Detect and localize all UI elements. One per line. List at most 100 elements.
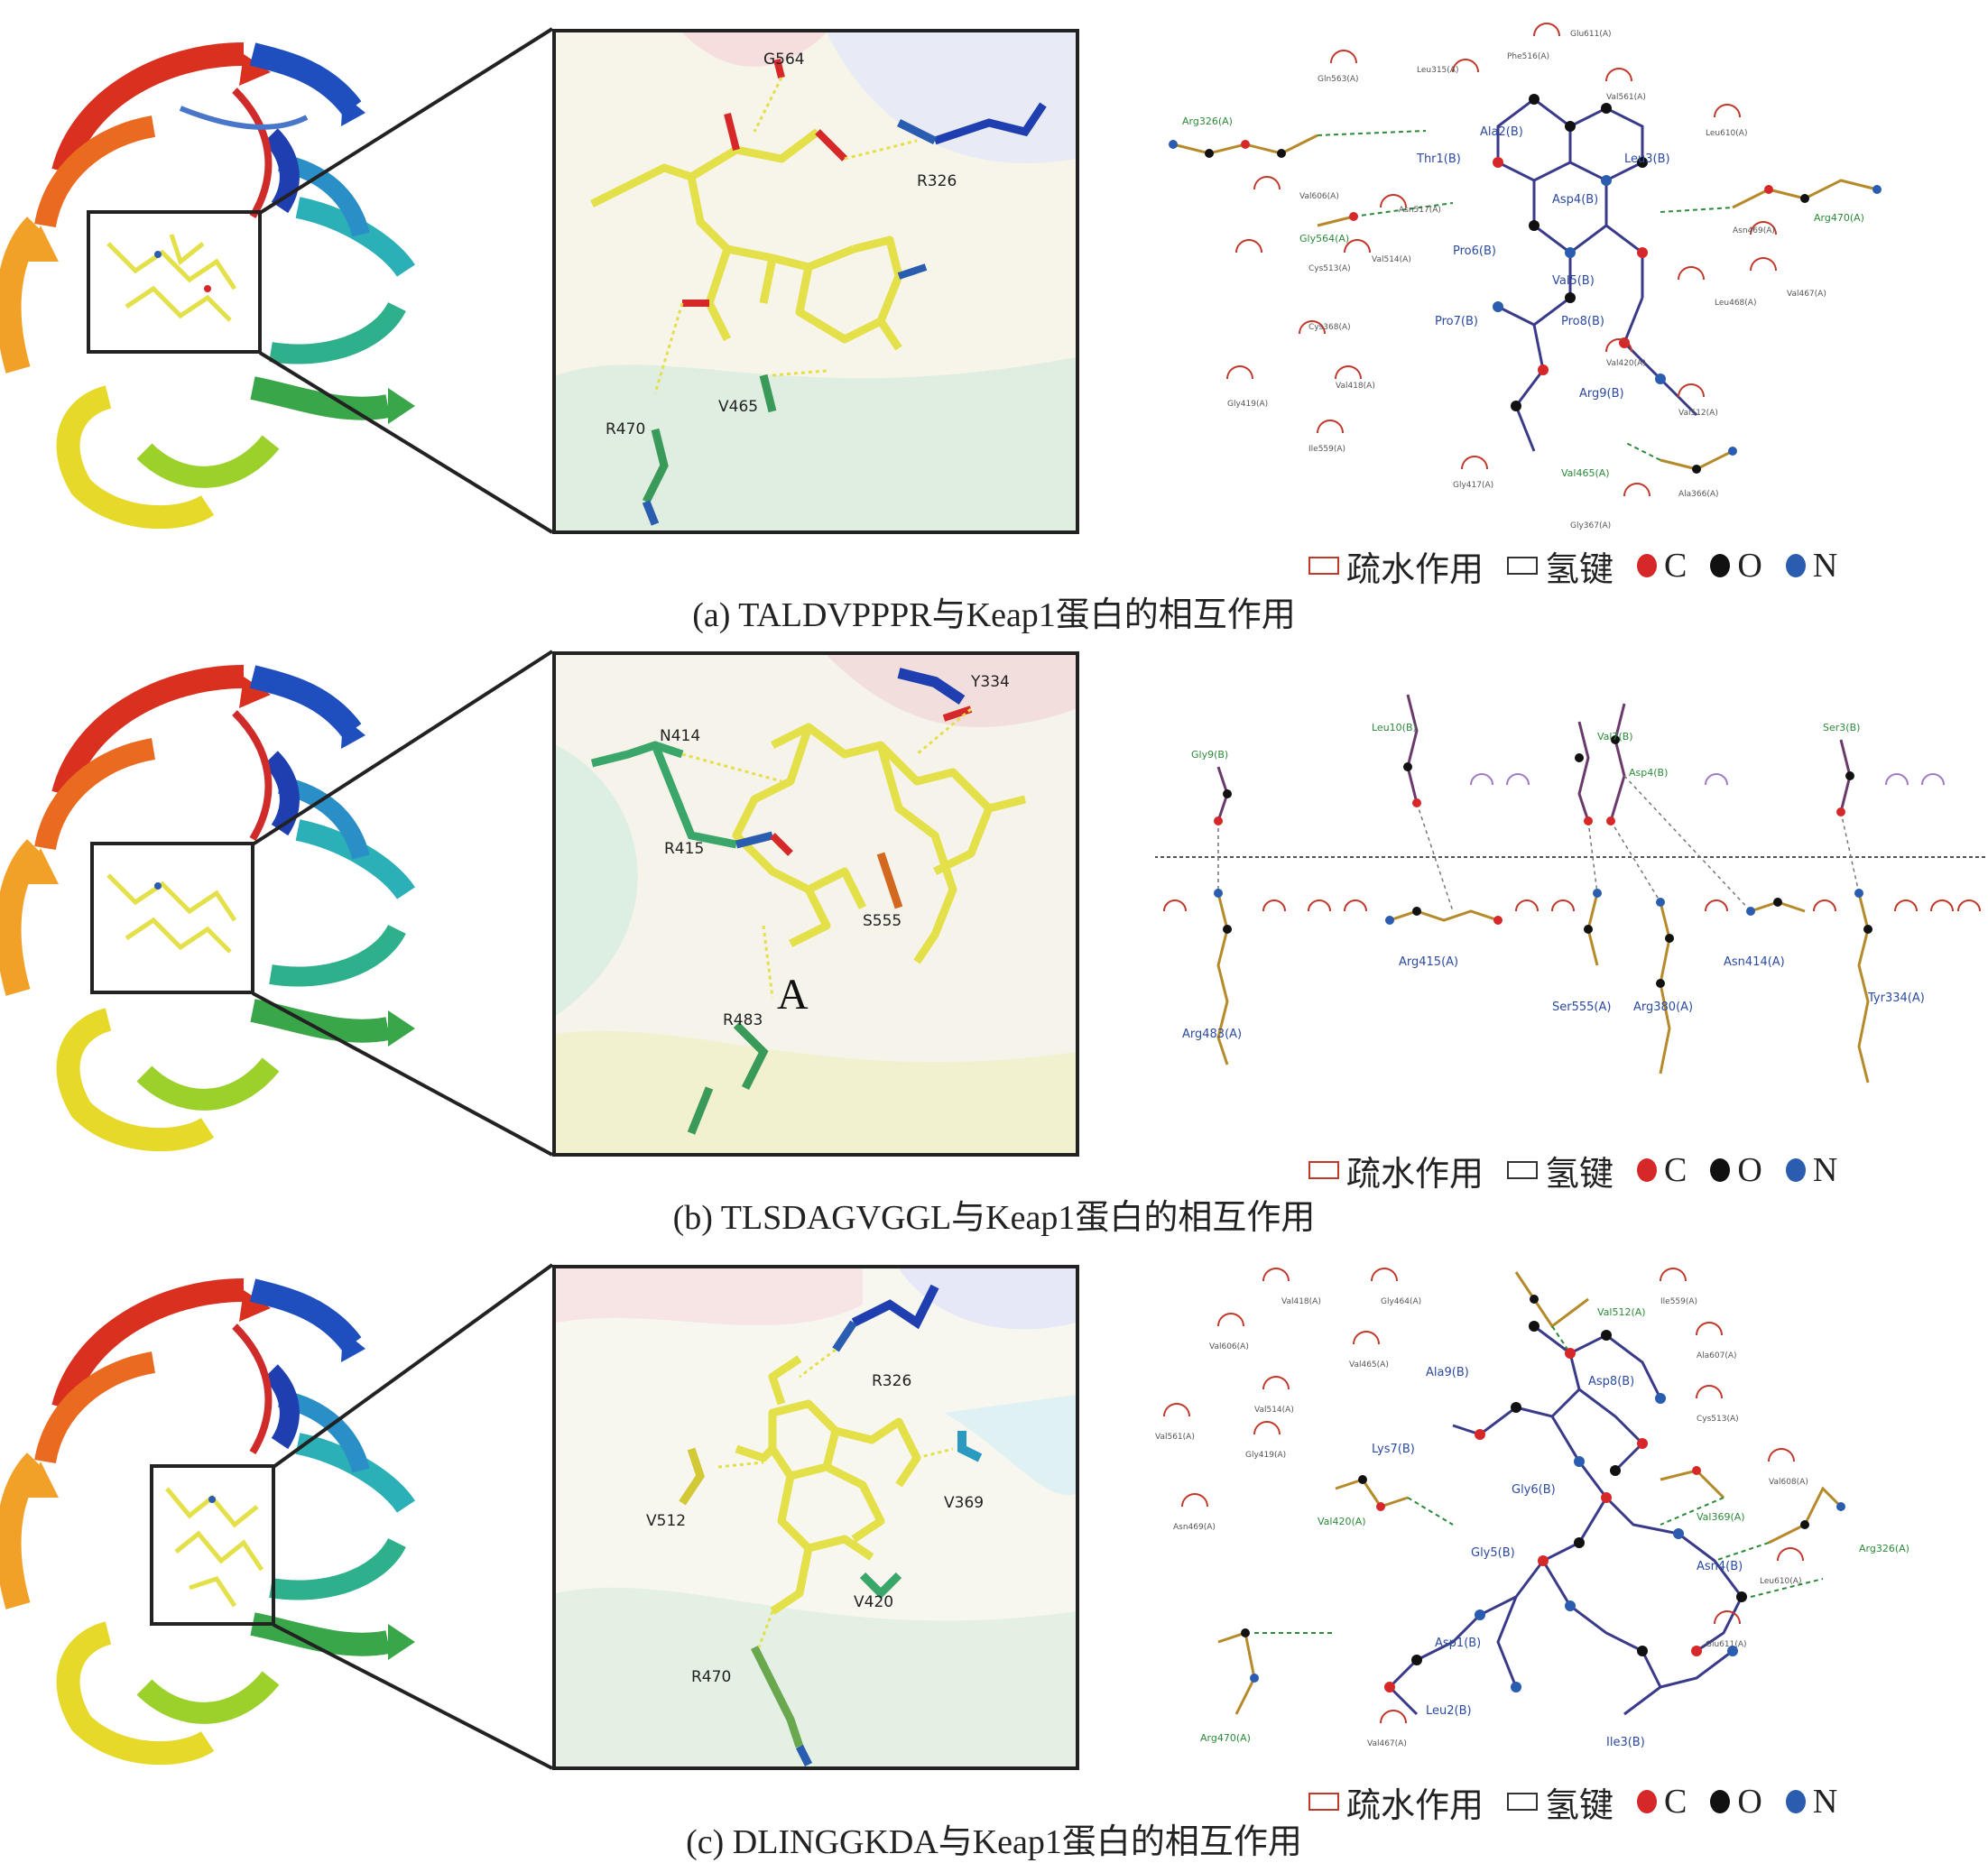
hbond-residue: Val369(A) xyxy=(1697,1511,1745,1523)
zoom-label: R415 xyxy=(664,840,704,858)
hydrophobic-swatch-icon xyxy=(1308,1793,1339,1811)
hydrophobic-swatch-icon xyxy=(1308,1161,1339,1179)
zoom-label: V512 xyxy=(646,1512,686,1530)
hbond-residue: Val512(A) xyxy=(1597,1306,1646,1318)
zoom-label: V369 xyxy=(944,1494,984,1512)
zoom-view: R326 V512 V369 V420 R470 xyxy=(552,1265,1079,1770)
hydrophobic-residue: Gly419(A) xyxy=(1245,1451,1286,1460)
legend-hydrophobic: 疏水作用 xyxy=(1308,1777,1484,1827)
hydrophobic-residue: Val514(A) xyxy=(1254,1406,1294,1415)
hbond-swatch-icon xyxy=(1507,557,1539,575)
protein-residue: Arg415(A) xyxy=(1399,955,1458,969)
ligand-residue: Leu10(B) xyxy=(1372,722,1417,733)
protein-cartoon xyxy=(0,665,415,1152)
legend-hbond: 氢键 xyxy=(1507,1777,1614,1827)
ligand-residue: Pro6(B) xyxy=(1453,244,1496,258)
hydrophobic-residue: Ile559(A) xyxy=(1308,445,1345,454)
carbon-dot-icon xyxy=(1637,1790,1658,1813)
ligplot-diagram: Val512(A) Val420(A) Val369(A) Arg326(A) … xyxy=(1155,1268,1909,1749)
hydrophobic-residue: Ala607(A) xyxy=(1697,1351,1737,1360)
hydrophobic-residue: Leu315(A) xyxy=(1417,66,1458,75)
zoom-label: V420 xyxy=(854,1593,893,1611)
legend-nitrogen: N xyxy=(1785,1150,1837,1190)
hydrophobic-residue: Val467(A) xyxy=(1367,1739,1407,1748)
hydrophobic-residue: Val514(A) xyxy=(1372,255,1411,264)
panel-caption: (a) TALDVPPPR与Keap1蛋白的相互作用 xyxy=(692,596,1296,634)
legend: 疏水作用 氢键 C O N xyxy=(1308,1777,1861,1827)
hbond-residue: Gly564(A) xyxy=(1299,233,1349,244)
ligand-residue: Gly6(B) xyxy=(1512,1483,1556,1497)
ligand-residue: Thr1(B) xyxy=(1416,152,1461,166)
oxygen-dot-icon xyxy=(1710,554,1731,577)
legend-oxygen: O xyxy=(1710,546,1762,586)
legend: 疏水作用 氢键 C O N xyxy=(1308,541,1861,591)
panel-caption: (b) TLSDAGVGGL与Keap1蛋白的相互作用 xyxy=(672,1199,1316,1237)
zoom-mark: A xyxy=(777,971,809,1019)
hydrophobic-residue: Gly417(A) xyxy=(1453,481,1493,490)
hydrophobic-residue: Val467(A) xyxy=(1787,290,1826,299)
legend-hydrophobic: 疏水作用 xyxy=(1308,1146,1484,1195)
hydrophobic-residue: Val420(A) xyxy=(1606,359,1646,368)
legend-hbond: 氢键 xyxy=(1507,1146,1614,1195)
hydrophobic-residue: Val561(A) xyxy=(1155,1433,1195,1442)
ligand-residue: Lys7(B) xyxy=(1372,1443,1415,1456)
hydrophobic-residue: Val418(A) xyxy=(1336,382,1375,391)
ligand-residue: Asp1(B) xyxy=(1435,1637,1481,1650)
legend-oxygen: O xyxy=(1710,1150,1762,1190)
oxygen-dot-icon xyxy=(1710,1158,1731,1182)
ligand-residue: Ile3(B) xyxy=(1606,1736,1645,1749)
protein-residue: Arg483(A) xyxy=(1182,1028,1242,1041)
legend-carbon: C xyxy=(1637,1782,1687,1821)
zoom-label: R326 xyxy=(872,1372,911,1390)
hydrophobic-residue: Phe516(A) xyxy=(1507,52,1549,61)
ligand-residue: Leu2(B) xyxy=(1426,1704,1472,1718)
hydrophobic-residue: Val465(A) xyxy=(1349,1360,1389,1370)
hydrophobic-residue: Val606(A) xyxy=(1299,192,1339,201)
carbon-dot-icon xyxy=(1637,554,1658,577)
hydrophobic-residue: Cys368(A) xyxy=(1308,323,1351,332)
protein-residue: Ser555(A) xyxy=(1552,1001,1611,1014)
hydrophobic-residue: Gln563(A) xyxy=(1318,75,1359,84)
ligand-residue: Gly5(B) xyxy=(1471,1546,1515,1560)
hydrophobic-residue: Asn469(A) xyxy=(1733,226,1775,235)
hydrophobic-residue: Val561(A) xyxy=(1606,93,1646,102)
legend-hbond: 氢键 xyxy=(1507,541,1614,591)
zoom-label: G564 xyxy=(763,51,805,69)
ligand-residue: Ser3(B) xyxy=(1823,722,1860,733)
zoom-label: R470 xyxy=(606,420,645,438)
nitrogen-dot-icon xyxy=(1785,554,1806,577)
hbond-residue: Val420(A) xyxy=(1318,1516,1366,1527)
protein-residue: Arg380(A) xyxy=(1633,1001,1693,1014)
ligand-residue: Asn4(B) xyxy=(1697,1560,1743,1573)
hydrophobic-residue: Ala366(A) xyxy=(1678,490,1719,499)
panel-b: Y334 N414 R415 S555 R483 A xyxy=(0,623,1988,1237)
hydrophobic-residue: Cys513(A) xyxy=(1697,1415,1739,1424)
zoom-view: Y334 N414 R415 S555 R483 A xyxy=(552,651,1079,1157)
zoom-label: Y334 xyxy=(970,673,1010,691)
hydrophobic-residue: Val606(A) xyxy=(1209,1342,1249,1351)
ligplot-diagram: Arg326(A) Gly564(A) Arg470(A) Val465(A) … xyxy=(1169,23,1882,530)
hbond-residue: Val465(A) xyxy=(1561,467,1610,479)
hbond-swatch-icon xyxy=(1507,1161,1539,1179)
legend-hydrophobic: 疏水作用 xyxy=(1308,541,1484,591)
hydrophobic-residue: Leu610(A) xyxy=(1760,1577,1801,1586)
hydrophobic-residue: Val512(A) xyxy=(1678,409,1718,418)
legend-carbon: C xyxy=(1637,546,1687,586)
ligand-residue: Pro8(B) xyxy=(1561,315,1604,328)
zoom-label: N414 xyxy=(660,727,700,745)
zoom-label: R483 xyxy=(723,1011,763,1029)
carbon-dot-icon xyxy=(1637,1158,1658,1182)
hydrophobic-residue: Leu468(A) xyxy=(1715,299,1756,308)
hydrophobic-residue: Gly367(A) xyxy=(1570,521,1611,530)
legend-nitrogen: N xyxy=(1785,1782,1837,1821)
ligand-residue: Gly9(B) xyxy=(1191,749,1228,761)
ligand-residue: Arg9(B) xyxy=(1579,387,1624,401)
protein-cartoon xyxy=(0,42,415,530)
hydrophobic-residue: Asn469(A) xyxy=(1173,1523,1216,1532)
hbond-residue: Arg326(A) xyxy=(1859,1543,1909,1554)
hydrophobic-residue: Val418(A) xyxy=(1281,1297,1321,1306)
legend-nitrogen: N xyxy=(1785,546,1837,586)
protein-cartoon xyxy=(0,1278,415,1766)
ligand-residue: Val7(B) xyxy=(1597,731,1633,742)
hbond-residue: Arg326(A) xyxy=(1182,115,1233,127)
